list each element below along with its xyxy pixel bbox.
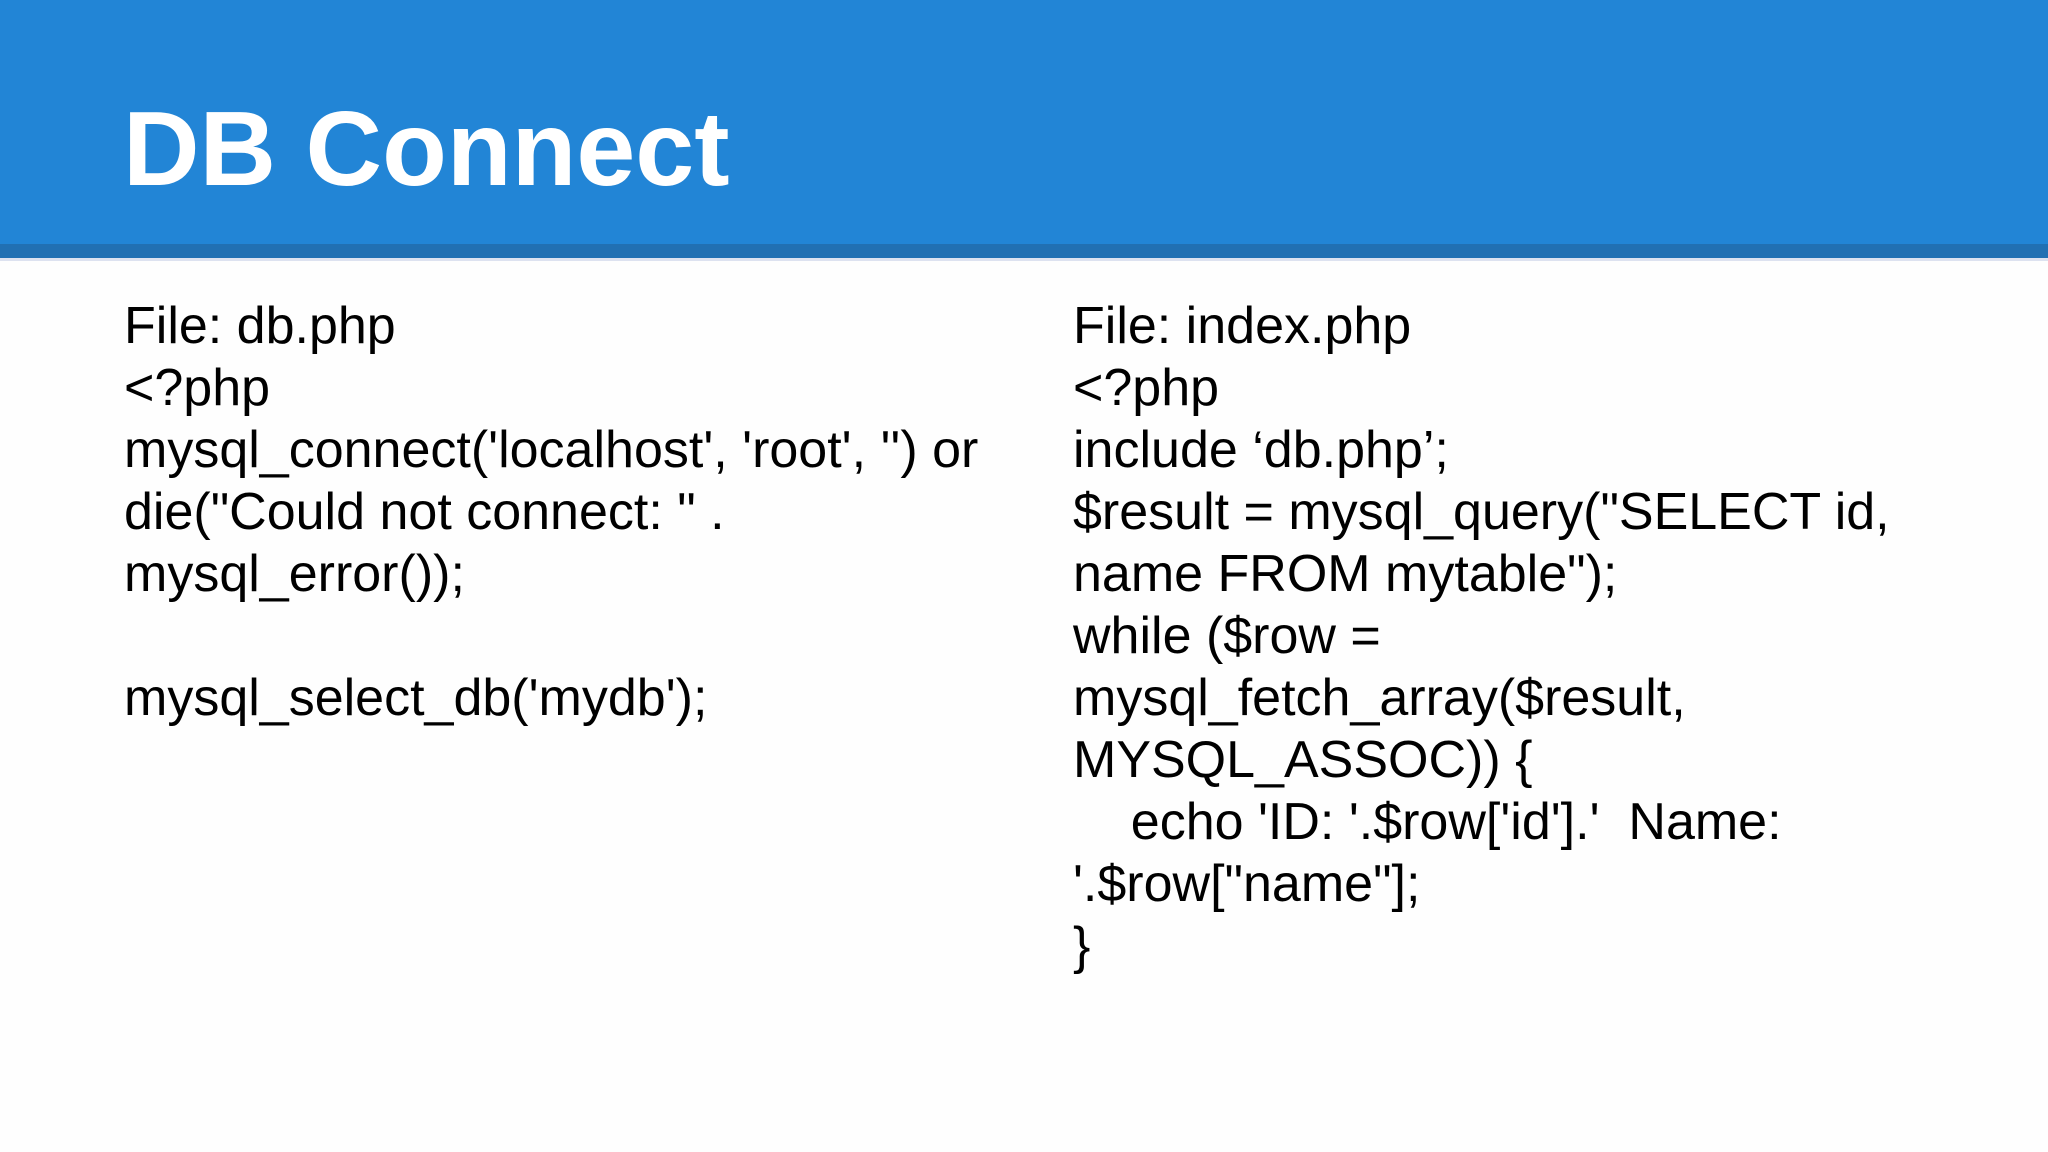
code-line: File: index.php bbox=[1073, 297, 1412, 355]
code-line: mysql_select_db('mydb'); bbox=[124, 669, 708, 727]
code-line: name FROM mytable"); bbox=[1073, 545, 1618, 603]
code-line: <?php bbox=[1073, 359, 1220, 417]
code-line: mysql_error()); bbox=[124, 545, 465, 603]
code-line: die("Could not connect: " . bbox=[124, 483, 725, 541]
code-line: <?php bbox=[124, 359, 271, 417]
code-line: } bbox=[1073, 917, 1091, 975]
header-accent-strip bbox=[0, 244, 2048, 261]
slide-header bbox=[0, 0, 2048, 244]
code-line: mysql_connect('localhost', 'root', '') o… bbox=[124, 421, 979, 479]
code-line bbox=[124, 605, 1004, 667]
page-title: DB Connect bbox=[123, 90, 730, 208]
code-line: MYSQL_ASSOC)) { bbox=[1073, 731, 1533, 789]
code-line: File: db.php bbox=[124, 297, 396, 355]
code-line: include ‘db.php’; bbox=[1073, 421, 1449, 479]
code-line: mysql_fetch_array($result, bbox=[1073, 669, 1686, 727]
code-line: '.$row["name"]; bbox=[1073, 855, 1421, 913]
code-line: $result = mysql_query("SELECT id, bbox=[1073, 483, 1890, 541]
code-line: echo 'ID: '.$row['id'].' Name: bbox=[1073, 793, 1782, 851]
code-line: while ($row = bbox=[1073, 607, 1381, 665]
